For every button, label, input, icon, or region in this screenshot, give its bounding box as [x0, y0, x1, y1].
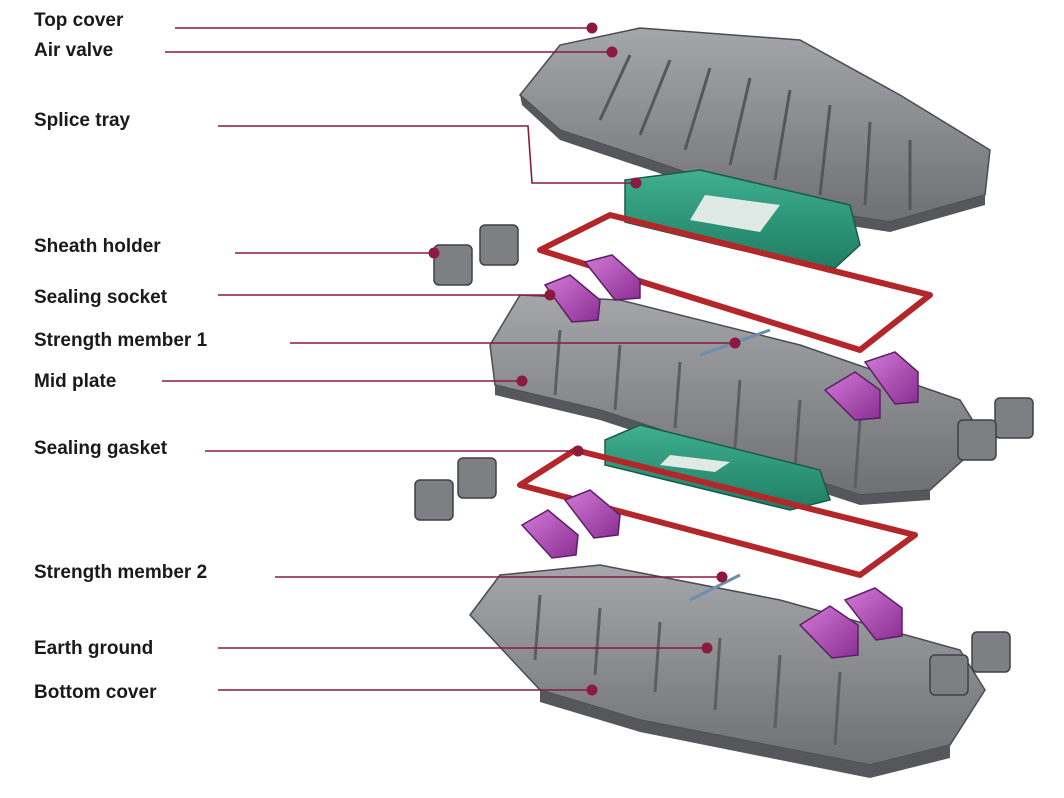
label-top-cover: Top cover [34, 10, 124, 31]
splice-tray-part [624, 169, 861, 269]
leader-dot-sheath-holder [428, 247, 440, 259]
label-strength-member-1: Strength member 1 [34, 330, 208, 351]
leader-dot-strength-member-1 [729, 337, 741, 349]
label-sheath-holder: Sheath holder [34, 236, 161, 257]
leader-line-splice-tray [218, 125, 636, 184]
leader-dot-bottom-cover [586, 684, 598, 696]
leader-dot-splice-tray [630, 177, 642, 189]
label-splice-tray: Splice tray [34, 110, 131, 131]
label-bottom-cover: Bottom cover [34, 682, 157, 703]
sheath-holder-parts [414, 224, 1034, 696]
sealing-socket-parts [520, 254, 919, 659]
sealing-gasket-lower [517, 447, 918, 578]
leader-dot-sealing-gasket [572, 445, 584, 457]
label-sealing-socket: Sealing socket [34, 287, 168, 308]
label-sealing-gasket: Sealing gasket [34, 438, 168, 459]
label-earth-ground: Earth ground [34, 638, 154, 659]
leader-dot-sealing-socket [544, 289, 556, 301]
leader-dot-top-cover [586, 22, 598, 34]
label-mid-plate: Mid plate [34, 371, 117, 392]
bottom-cover-part [469, 564, 986, 778]
leader-dot-earth-ground [701, 642, 713, 654]
label-strength-member-2: Strength member 2 [34, 562, 208, 583]
sealing-gasket-upper [537, 212, 933, 353]
leader-lines [162, 22, 741, 696]
splice-tray-lower [604, 424, 831, 511]
leader-dot-air-valve [606, 46, 618, 58]
leader-dot-mid-plate [516, 375, 528, 387]
leader-dot-strength-member-2 [716, 571, 728, 583]
label-air-valve: Air valve [34, 40, 114, 61]
